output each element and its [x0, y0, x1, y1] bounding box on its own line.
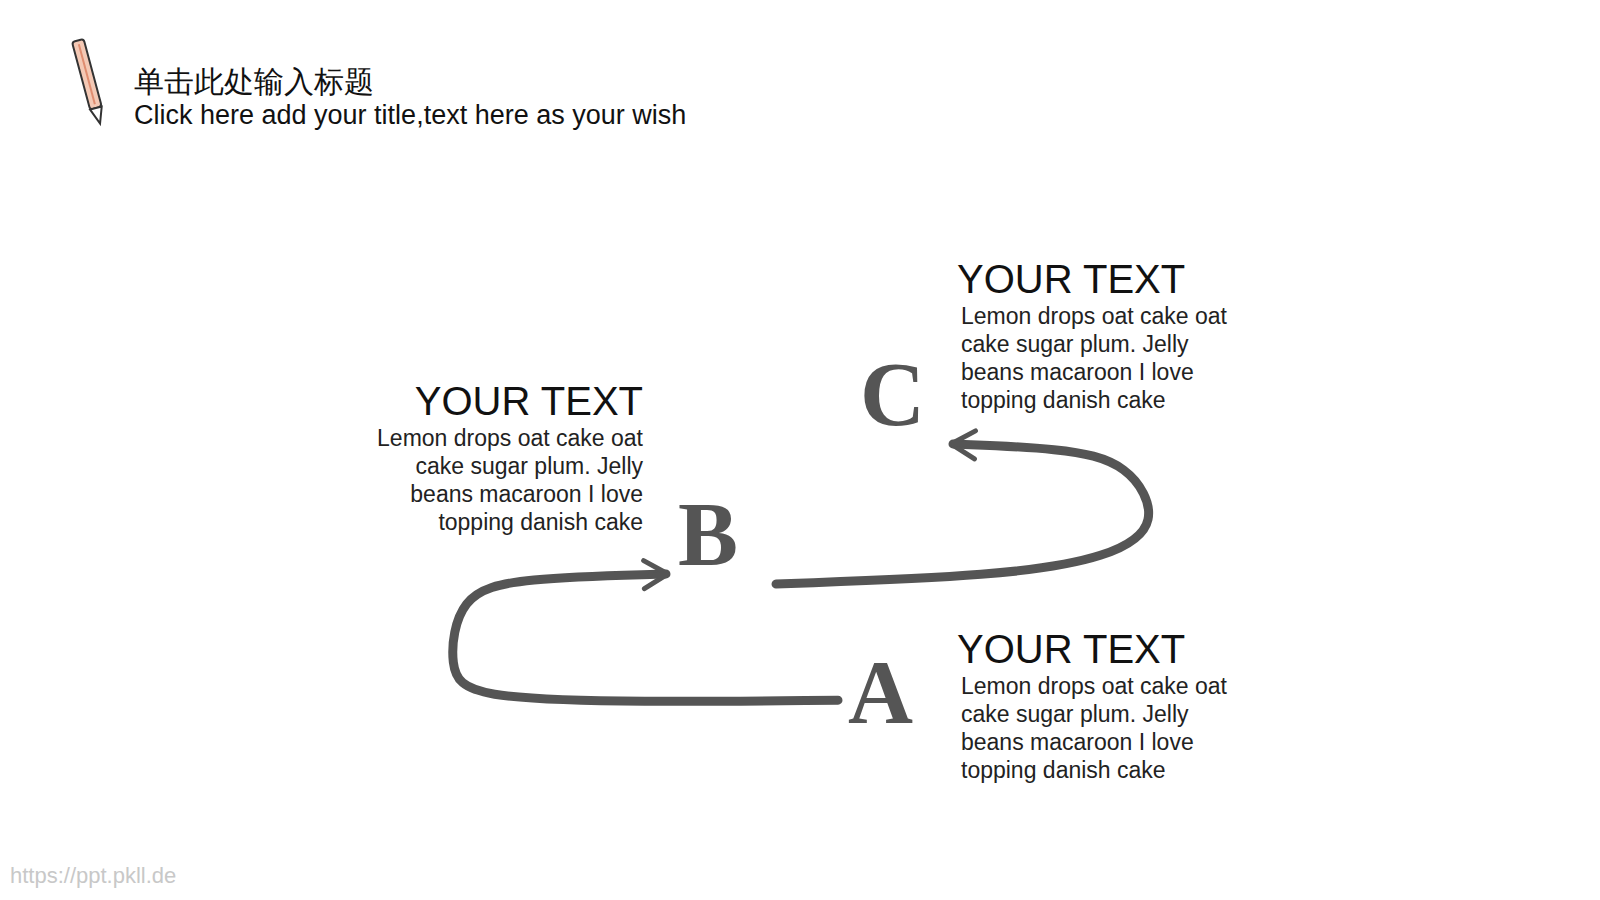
subtitle: Click here add your title,text here as y…	[134, 100, 686, 131]
step-text: YOUR TEXTLemon drops oat cake oat cake s…	[957, 626, 1257, 784]
step-node: CYOUR TEXTLemon drops oat cake oat cake …	[860, 350, 925, 440]
step-body: Lemon drops oat cake oat cake sugar plum…	[343, 424, 643, 536]
step-letter: A	[848, 648, 913, 738]
step-heading: YOUR TEXT	[957, 626, 1257, 672]
step-letter: B	[678, 490, 738, 580]
step-body: Lemon drops oat cake oat cake sugar plum…	[957, 302, 1257, 414]
step-heading: YOUR TEXT	[957, 256, 1257, 302]
watermark: https://ppt.pkll.de	[10, 863, 176, 889]
curved-arrow	[776, 444, 1149, 584]
step-node: AYOUR TEXTLemon drops oat cake oat cake …	[848, 648, 913, 738]
step-text: YOUR TEXTLemon drops oat cake oat cake s…	[957, 256, 1257, 414]
step-letter: C	[860, 350, 925, 440]
pencil-icon	[72, 39, 106, 125]
curved-arrow	[453, 574, 838, 701]
step-heading: YOUR TEXT	[343, 378, 643, 424]
slide-title: 单击此处输入标题	[134, 62, 374, 103]
step-text: YOUR TEXTLemon drops oat cake oat cake s…	[343, 378, 643, 536]
step-body: Lemon drops oat cake oat cake sugar plum…	[957, 672, 1257, 784]
step-node: BYOUR TEXTLemon drops oat cake oat cake …	[678, 490, 738, 580]
